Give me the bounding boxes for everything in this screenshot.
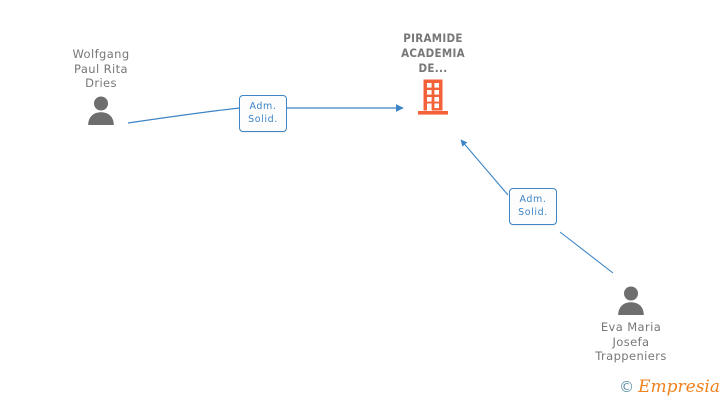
node-person-wolfgang[interactable]: Wolfgang Paul Rita Dries	[26, 47, 176, 125]
copyright-icon: ©	[619, 378, 635, 396]
company-name-label: PIRAMIDE ACADEMIA DE...	[401, 31, 465, 75]
edge-line-eva-arrow	[460, 139, 509, 196]
edge-line-eva	[559, 231, 614, 274]
watermark: © Empresia	[619, 379, 720, 396]
node-person-eva[interactable]: Eva Maria Josefa Trappeniers	[556, 285, 706, 364]
building-icon	[418, 79, 448, 115]
edge-label-adm-solid-wolfgang[interactable]: Adm. Solid.	[239, 95, 287, 132]
person-name-label: Wolfgang Paul Rita Dries	[72, 47, 130, 90]
brand-label: Empresia	[638, 377, 720, 397]
edge-label-adm-solid-eva[interactable]: Adm. Solid.	[509, 188, 557, 225]
person-icon	[618, 286, 644, 315]
person-name-label: Eva Maria Josefa Trappeniers	[595, 320, 667, 363]
node-company-piramide[interactable]: PIRAMIDE ACADEMIA DE...	[358, 31, 508, 116]
person-icon	[88, 96, 114, 125]
